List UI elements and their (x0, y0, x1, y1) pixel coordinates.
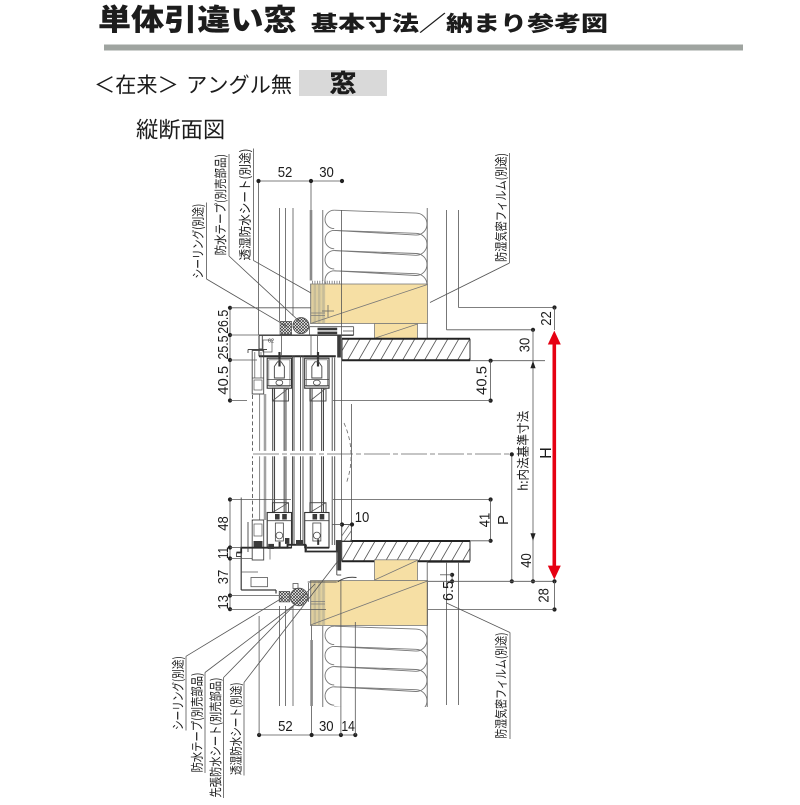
svg-text:14: 14 (341, 718, 355, 735)
svg-text:13: 13 (215, 595, 232, 610)
svg-text:10: 10 (355, 509, 370, 526)
svg-text:48: 48 (215, 516, 232, 531)
svg-text:26.5: 26.5 (215, 310, 232, 334)
svg-text:P: P (495, 515, 512, 525)
svg-text:40.5: 40.5 (474, 366, 491, 395)
svg-text:40.5: 40.5 (215, 366, 232, 395)
svg-text:28: 28 (536, 588, 553, 603)
svg-text:11: 11 (215, 547, 232, 559)
svg-text:30: 30 (319, 164, 334, 181)
svg-text:22: 22 (538, 311, 555, 326)
svg-text:25.5: 25.5 (215, 336, 232, 360)
svg-text:40: 40 (518, 553, 535, 568)
svg-text:6.5: 6.5 (440, 581, 457, 601)
svg-text:37: 37 (215, 570, 232, 585)
svg-text:30: 30 (319, 718, 334, 735)
svg-text:30: 30 (517, 338, 534, 353)
svg-text:41: 41 (477, 513, 494, 528)
svg-text:52: 52 (278, 718, 293, 735)
svg-text:52: 52 (278, 164, 293, 181)
svg-text:62: 62 (268, 339, 274, 345)
svg-text:H: H (538, 447, 555, 459)
